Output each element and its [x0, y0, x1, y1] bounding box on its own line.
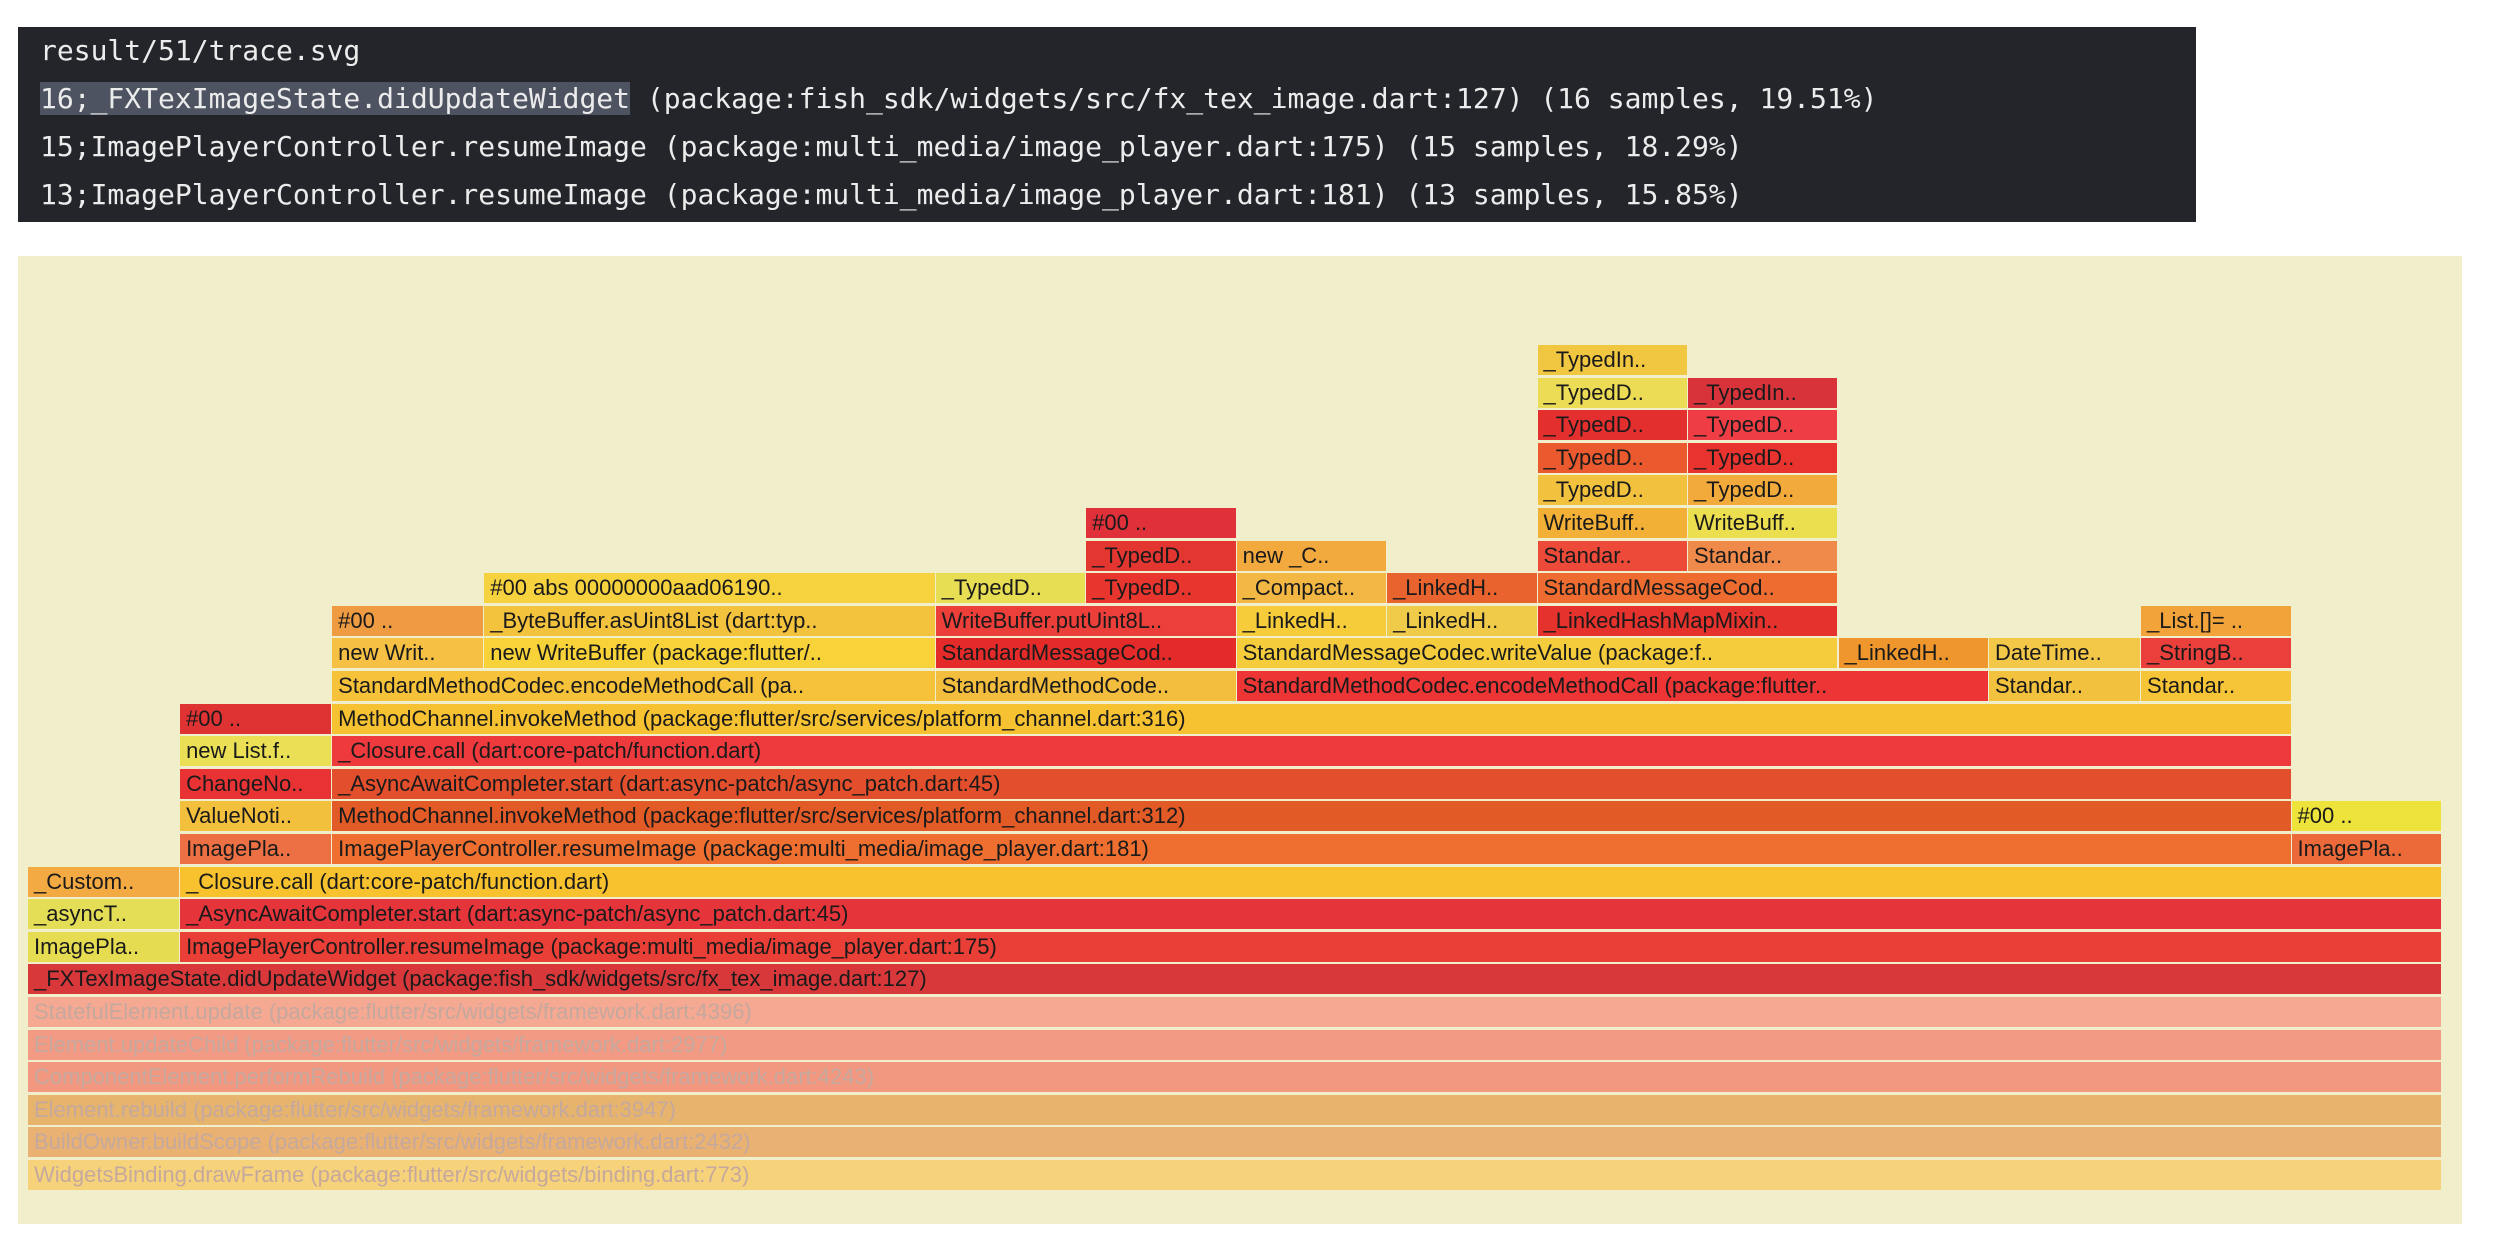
- terminal-line-text: 15;ImagePlayerController.resumeImage (pa…: [40, 130, 1743, 163]
- flame-frame[interactable]: ChangeNo..: [180, 768, 332, 799]
- flame-frame[interactable]: ImagePla..: [180, 834, 332, 864]
- flame-frame[interactable]: _LinkedH..: [1236, 605, 1387, 636]
- flame-frame[interactable]: #00 ..: [1086, 508, 1236, 538]
- terminal-line: 13;ImagePlayerController.resumeImage (pa…: [40, 173, 1743, 217]
- flame-frame[interactable]: _TypedD..: [1086, 540, 1236, 571]
- flame-frame[interactable]: ImagePla..: [28, 931, 180, 962]
- flame-frame[interactable]: _TypedD..: [1688, 410, 1838, 441]
- flame-frame[interactable]: _TypedIn..: [1537, 345, 1688, 375]
- flame-frame[interactable]: _LinkedH..: [1838, 638, 1988, 669]
- flame-frame[interactable]: ComponentElement.performRebuild (package…: [28, 1062, 2441, 1093]
- flame-frame[interactable]: ImagePla..: [2291, 834, 2441, 864]
- flame-frame[interactable]: WriteBuffer.putUint8L..: [935, 605, 1236, 636]
- selected-text[interactable]: 16;_FXTexImageState.didUpdateWidget: [40, 82, 631, 115]
- flame-frame[interactable]: _AsyncAwaitCompleter.start (dart:async-p…: [332, 768, 2291, 799]
- flame-frame[interactable]: #00 ..: [2291, 801, 2441, 832]
- flame-frame[interactable]: MethodChannel.invokeMethod (package:flut…: [332, 703, 2291, 734]
- flame-frame[interactable]: #00 ..: [332, 605, 484, 636]
- flame-frame[interactable]: WriteBuff..: [1688, 508, 1838, 538]
- terminal-title: result/51/trace.svg: [40, 34, 361, 67]
- flame-frame[interactable]: _TypedD..: [1537, 410, 1688, 441]
- terminal-line[interactable]: 16;_FXTexImageState.didUpdateWidget (pac…: [40, 77, 1877, 121]
- flame-frame[interactable]: _TypedD..: [1688, 442, 1838, 473]
- flame-frame[interactable]: MethodChannel.invokeMethod (package:flut…: [332, 801, 2291, 832]
- flame-frame[interactable]: StandardMessageCodec.writeValue (package…: [1236, 638, 1838, 669]
- terminal-line: 15;ImagePlayerController.resumeImage (pa…: [40, 125, 1743, 169]
- flame-frame[interactable]: BuildOwner.buildScope (package:flutter/s…: [28, 1127, 2441, 1158]
- terminal-output: result/51/trace.svg 16;_FXTexImageState.…: [18, 27, 2196, 222]
- flame-frame[interactable]: StatefulElement.update (package:flutter/…: [28, 997, 2441, 1027]
- flame-frame[interactable]: Standar..: [1688, 540, 1838, 571]
- flame-frame[interactable]: _Closure.call (dart:core-patch/function.…: [180, 866, 2441, 897]
- flame-frame[interactable]: StandardMessageCod..: [935, 638, 1236, 669]
- flame-frame[interactable]: Element.rebuild (package:flutter/src/wid…: [28, 1094, 2441, 1125]
- flame-frame[interactable]: new Writ..: [332, 638, 484, 669]
- flame-frame[interactable]: WidgetsBinding.drawFrame (package:flutte…: [28, 1160, 2441, 1190]
- flame-frame[interactable]: Standar..: [1537, 540, 1688, 571]
- flame-frame[interactable]: new List.f..: [180, 736, 332, 767]
- flame-graph: WidgetsBinding.drawFrame (package:flutte…: [18, 256, 2462, 1224]
- flame-frame[interactable]: _ByteBuffer.asUint8List (dart:typ..: [484, 605, 935, 636]
- flame-frame[interactable]: Standar..: [1988, 671, 2141, 701]
- flame-frame[interactable]: _Custom..: [28, 866, 180, 897]
- flame-frame[interactable]: _TypedIn..: [1688, 377, 1838, 408]
- flame-frame[interactable]: DateTime..: [1988, 638, 2141, 669]
- flame-frame[interactable]: _asyncT..: [28, 899, 180, 930]
- flame-frame[interactable]: ValueNoti..: [180, 801, 332, 832]
- flame-frame[interactable]: new _C..: [1236, 540, 1387, 571]
- flame-frame[interactable]: _Closure.call (dart:core-patch/function.…: [332, 736, 2291, 767]
- flame-frame[interactable]: StandardMethodCodec.encodeMethodCall (pa…: [332, 671, 935, 701]
- flame-frame[interactable]: _TypedD..: [1688, 475, 1838, 506]
- flame-frame[interactable]: _LinkedHashMapMixin..: [1537, 605, 1838, 636]
- flame-frame[interactable]: new WriteBuffer (package:flutter/..: [484, 638, 935, 669]
- flame-frame[interactable]: _TypedD..: [1537, 377, 1688, 408]
- flame-frame[interactable]: _AsyncAwaitCompleter.start (dart:async-p…: [180, 899, 2441, 930]
- flame-frame[interactable]: StandardMessageCod..: [1537, 573, 1838, 604]
- flame-frame[interactable]: ImagePlayerController.resumeImage (packa…: [180, 931, 2441, 962]
- flame-frame[interactable]: _FXTexImageState.didUpdateWidget (packag…: [28, 964, 2441, 995]
- flame-frame[interactable]: _TypedD..: [1537, 442, 1688, 473]
- flame-frame[interactable]: _List.[]= ..: [2141, 605, 2291, 636]
- flame-frame[interactable]: ImagePlayerController.resumeImage (packa…: [332, 834, 2291, 864]
- flame-frame[interactable]: Element.updateChild (package:flutter/src…: [28, 1029, 2441, 1060]
- flame-frame[interactable]: #00 ..: [180, 703, 332, 734]
- flame-frame[interactable]: _TypedD..: [1537, 475, 1688, 506]
- flame-frame[interactable]: #00 abs 00000000aad06190..: [484, 573, 935, 604]
- flame-frame[interactable]: StandardMethodCode..: [935, 671, 1236, 701]
- terminal-line-text: (package:fish_sdk/widgets/src/fx_tex_ima…: [630, 82, 1878, 115]
- flame-frame[interactable]: _Compact..: [1236, 573, 1387, 604]
- flame-frame[interactable]: _TypedD..: [935, 573, 1086, 604]
- flame-frame[interactable]: StandardMethodCodec.encodeMethodCall (pa…: [1236, 671, 1988, 701]
- flame-frame[interactable]: _LinkedH..: [1387, 605, 1537, 636]
- flame-frame[interactable]: _TypedD..: [1086, 573, 1236, 604]
- flame-frame[interactable]: WriteBuff..: [1537, 508, 1688, 538]
- flame-frame[interactable]: Standar..: [2141, 671, 2291, 701]
- flame-frame[interactable]: _LinkedH..: [1387, 573, 1537, 604]
- flame-frame[interactable]: _StringB..: [2141, 638, 2291, 669]
- terminal-line-text: 13;ImagePlayerController.resumeImage (pa…: [40, 178, 1743, 211]
